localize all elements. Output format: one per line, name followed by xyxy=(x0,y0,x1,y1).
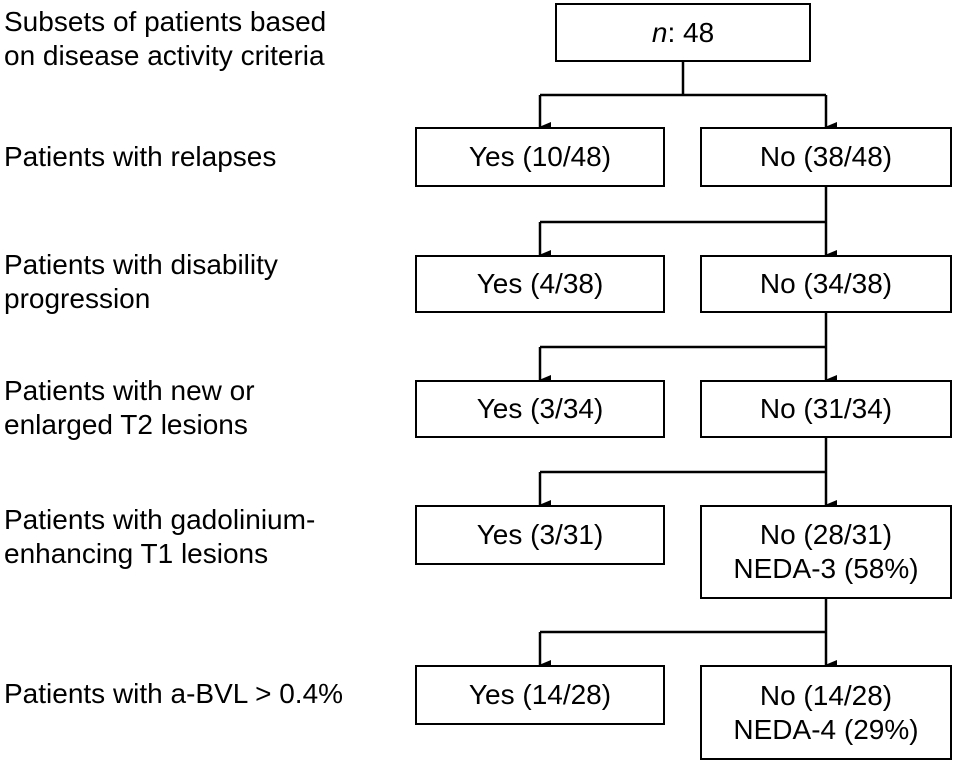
label-abvl: Patients with a-BVL > 0.4% xyxy=(4,678,344,709)
t2-yes-box: Yes (3/34) xyxy=(415,380,665,438)
disability-yes-box: Yes (4/38) xyxy=(415,255,665,313)
relapses-no-box: No (38/48) xyxy=(700,127,952,187)
abvl-yes-box: Yes (14/28) xyxy=(415,665,665,725)
gad-yes-box: Yes (3/31) xyxy=(415,505,665,565)
n-symbol: n xyxy=(651,16,668,48)
root-box: n: 48 xyxy=(555,3,811,62)
label-disability: Patients with disability progression xyxy=(4,249,278,314)
label-relapses: Patients with relapses xyxy=(4,141,277,172)
t2-no-box: No (31/34) xyxy=(700,380,952,438)
abvl-no-box: No (14/28) NEDA-4 (29%) xyxy=(700,665,952,760)
relapses-yes-box: Yes (10/48) xyxy=(415,127,665,187)
label-t2-lesions: Patients with new or enlarged T2 lesions xyxy=(4,375,255,440)
disability-no-box: No (34/38) xyxy=(700,255,952,313)
gad-no-box: No (28/31) NEDA-3 (58%) xyxy=(700,505,952,599)
n-value: : 48 xyxy=(667,16,715,48)
label-gad-lesions: Patients with gadolinium- enhancing T1 l… xyxy=(4,504,316,569)
label-subsets: Subsets of patients based on disease act… xyxy=(4,6,327,71)
